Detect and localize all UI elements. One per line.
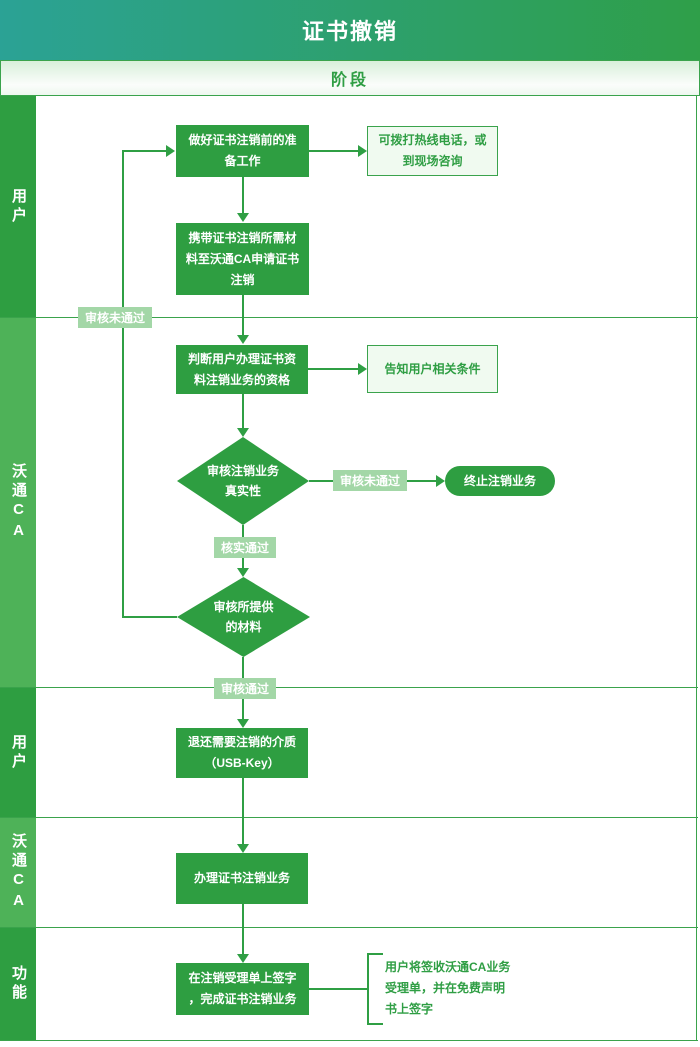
swimlane-user-bottom: 用户 bbox=[0, 688, 36, 817]
connector-loop-bottom bbox=[122, 616, 177, 618]
node-review-materials-decision: 审核所提供 的材料 bbox=[177, 577, 310, 657]
arrow-down-icon bbox=[237, 335, 249, 344]
header: 证书撤销 bbox=[0, 0, 700, 60]
connector-sign-to-note bbox=[309, 988, 367, 990]
connector-loop-vertical bbox=[122, 151, 124, 618]
note-bracket-bottom-tick bbox=[367, 1023, 383, 1025]
node-hotline-note: 可拨打热线电话，或 到现场咨询 bbox=[367, 126, 498, 176]
arrow-right-icon bbox=[166, 145, 175, 157]
arrow-right-icon bbox=[358, 145, 367, 157]
swimlane-wotrus-ca-top: 沃通CA bbox=[0, 318, 36, 687]
swimlane-label: 用户 bbox=[10, 733, 27, 772]
lane-divider-4 bbox=[0, 927, 698, 928]
arrow-right-icon bbox=[436, 475, 445, 487]
node-handle-revocation: 办理证书注销业务 bbox=[176, 853, 308, 904]
node-verify-authenticity-decision: 审核注销业务 真实性 bbox=[177, 437, 309, 525]
node-prepare: 做好证书注销前的准 备工作 bbox=[176, 125, 309, 177]
lane-divider-2 bbox=[0, 687, 698, 688]
node-inform-conditions: 告知用户相关条件 bbox=[367, 345, 498, 393]
arrow-down-icon bbox=[237, 719, 249, 728]
swimlane-label: 沃通CA bbox=[10, 832, 27, 913]
phase-band-label: 阶段 bbox=[330, 72, 369, 89]
node-terminate: 终止注销业务 bbox=[445, 466, 555, 496]
arrow-down-icon bbox=[237, 844, 249, 853]
connector-loop-top bbox=[122, 150, 167, 152]
arrow-down-icon bbox=[237, 954, 249, 963]
connector-bring-to-judge bbox=[242, 295, 244, 336]
swimlane-label: 功能 bbox=[10, 965, 27, 1003]
connector-handle-to-sign bbox=[242, 904, 244, 954]
bottom-border-line bbox=[0, 1040, 698, 1041]
connector-prepare-to-bring bbox=[242, 177, 244, 215]
note-bracket-vertical bbox=[367, 953, 369, 1025]
connector-judge-to-inform bbox=[308, 368, 359, 370]
node-sign-form: 在注销受理单上签字 ，完成证书注销业务 bbox=[176, 963, 309, 1015]
edge-label-review-failed: 审核未通过 bbox=[333, 470, 408, 491]
swimlane-label: 用户 bbox=[10, 187, 27, 226]
swimlane-label: 沃通CA bbox=[10, 462, 27, 543]
swimlane-function: 功能 bbox=[0, 928, 36, 1040]
node-judge-qualification: 判断用户办理证书资 料注销业务的资格 bbox=[176, 345, 308, 394]
edge-label-verify-passed: 核实通过 bbox=[214, 537, 277, 558]
right-border-line bbox=[696, 96, 697, 1041]
arrow-down-icon bbox=[237, 428, 249, 437]
connector-prepare-to-hotline bbox=[309, 150, 359, 152]
connector-judge-to-verify bbox=[242, 394, 244, 429]
page-title: 证书撤销 bbox=[301, 19, 398, 44]
swimlane-user-top: 用户 bbox=[0, 96, 36, 317]
arrow-down-icon bbox=[237, 213, 249, 222]
arrow-down-icon bbox=[237, 568, 249, 577]
node-bring-materials: 携带证书注销所需材 料至沃通CA申请证书 注销 bbox=[176, 223, 309, 295]
connector-return-to-handle bbox=[242, 778, 244, 844]
phase-band: 阶段 bbox=[0, 60, 700, 96]
swimlane-wotrus-ca-bottom: 沃通CA bbox=[0, 818, 36, 927]
note-sign-receipt: 用户将签收沃通CA业务 受理单，并在免费声明 书上签字 bbox=[385, 960, 511, 1016]
lane-divider-1 bbox=[0, 317, 698, 318]
node-return-media: 退还需要注销的介质 （USB-Key） bbox=[176, 728, 308, 778]
lane-divider-3 bbox=[0, 817, 698, 818]
edge-label-review-failed-loop: 审核未通过 bbox=[78, 307, 153, 328]
arrow-right-icon bbox=[358, 363, 367, 375]
note-bracket-top-tick bbox=[367, 953, 383, 955]
edge-label-review-passed: 审核通过 bbox=[214, 678, 277, 699]
